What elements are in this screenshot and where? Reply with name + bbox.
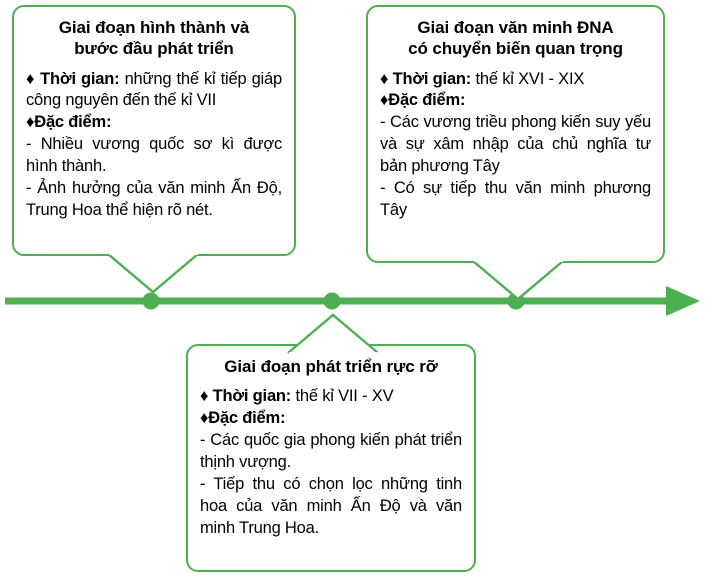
stage-1-feature-bullet-icon: ♦ <box>26 113 35 132</box>
stage-1-tail <box>107 252 199 294</box>
stage-3-tail <box>472 259 564 301</box>
stage-2-feature-item-2: - Tiếp thu có chọn lọc những tinh hoa củ… <box>200 475 462 537</box>
stage-2-callout[interactable]: Giai đoạn phát triển rực rỡ ♦ Thời gian:… <box>186 344 476 572</box>
timeline-node-1[interactable] <box>142 292 160 310</box>
stage-3-time-value: thế kỉ XVI - XIX <box>475 69 585 88</box>
stage-1-feature-heading: ♦Đặc điểm: <box>26 112 282 134</box>
stage-2-feature-label: Đặc điểm: <box>208 409 286 428</box>
stage-1-title: Giai đoạn hình thành và bước đầu phát tr… <box>26 17 282 60</box>
stage-1-time-bullet-icon: ♦ <box>26 69 35 88</box>
stage-1-time-value: những thế kỉ tiếp giáp công nguyên đến t… <box>26 69 282 110</box>
stage-3-title-line-1: Giai đoạn văn minh ĐNA <box>417 18 614 37</box>
stage-3-feature-item-1: - Các vương triều phong kiến suy yếu và … <box>380 113 651 176</box>
stage-3-time-label: Thời gian: <box>392 69 472 88</box>
stage-3-time-row: ♦ Thời gian: thế kỉ XVI - XIX <box>380 69 651 91</box>
stage-2-tail <box>287 313 379 355</box>
stage-2-time-value: thế kỉ VII - XV <box>295 387 394 406</box>
stage-3-title-line-2: có chuyển biến quan trọng <box>408 39 623 59</box>
stage-1-feature-item-1: - Nhiều vương quốc sơ kì được hình thành… <box>26 135 282 176</box>
stage-1-title-line-2: bước đầu phát triển <box>74 39 234 59</box>
stage-3-feature-item-2: - Có sự tiếp thu văn minh phương Tây <box>380 179 651 220</box>
stage-3-feature-heading: ♦Đặc điểm: <box>380 90 651 112</box>
timeline-axis <box>5 286 700 316</box>
stage-1-callout[interactable]: Giai đoạn hình thành và bước đầu phát tr… <box>12 5 296 256</box>
stage-2-title: Giai đoạn phát triển rực rỡ <box>200 356 462 377</box>
stage-1-time-label: Thời gian: <box>40 69 120 88</box>
stage-2-time-row: ♦ Thời gian: thế kỉ VII - XV <box>200 386 462 408</box>
stage-3-callout[interactable]: Giai đoạn văn minh ĐNA có chuyển biến qu… <box>366 5 665 263</box>
stage-1-feature-label: Đặc điểm: <box>34 113 112 132</box>
stage-1-time-row: ♦ Thời gian: những thế kỉ tiếp giáp công… <box>26 69 282 113</box>
stage-2-feature-item-1: - Các quốc gia phong kiến phát triển thị… <box>200 431 462 472</box>
stage-2-title-line-1: Giai đoạn phát triển rực rỡ <box>224 357 438 376</box>
stage-2-feature-heading: ♦Đặc điểm: <box>200 408 462 430</box>
stage-1-title-line-1: Giai đoạn hình thành và <box>58 18 250 37</box>
timeline-arrowhead <box>666 286 700 316</box>
stage-3-feature-bullet-icon: ♦ <box>380 91 389 110</box>
stage-2-feature-bullet-icon: ♦ <box>200 409 209 428</box>
stage-3-feature-label: Đặc điểm: <box>388 91 466 110</box>
stage-2-time-bullet-icon: ♦ <box>200 387 209 406</box>
timeline-node-2[interactable] <box>323 292 341 310</box>
stage-3-time-bullet-icon: ♦ <box>380 69 389 88</box>
stage-3-title: Giai đoạn văn minh ĐNA có chuyển biến qu… <box>380 17 651 60</box>
stage-1-feature-item-2: - Ảnh hưởng của văn minh Ấn Độ, Trung Ho… <box>26 179 282 220</box>
stage-2-time-label: Thời gian: <box>212 387 292 406</box>
